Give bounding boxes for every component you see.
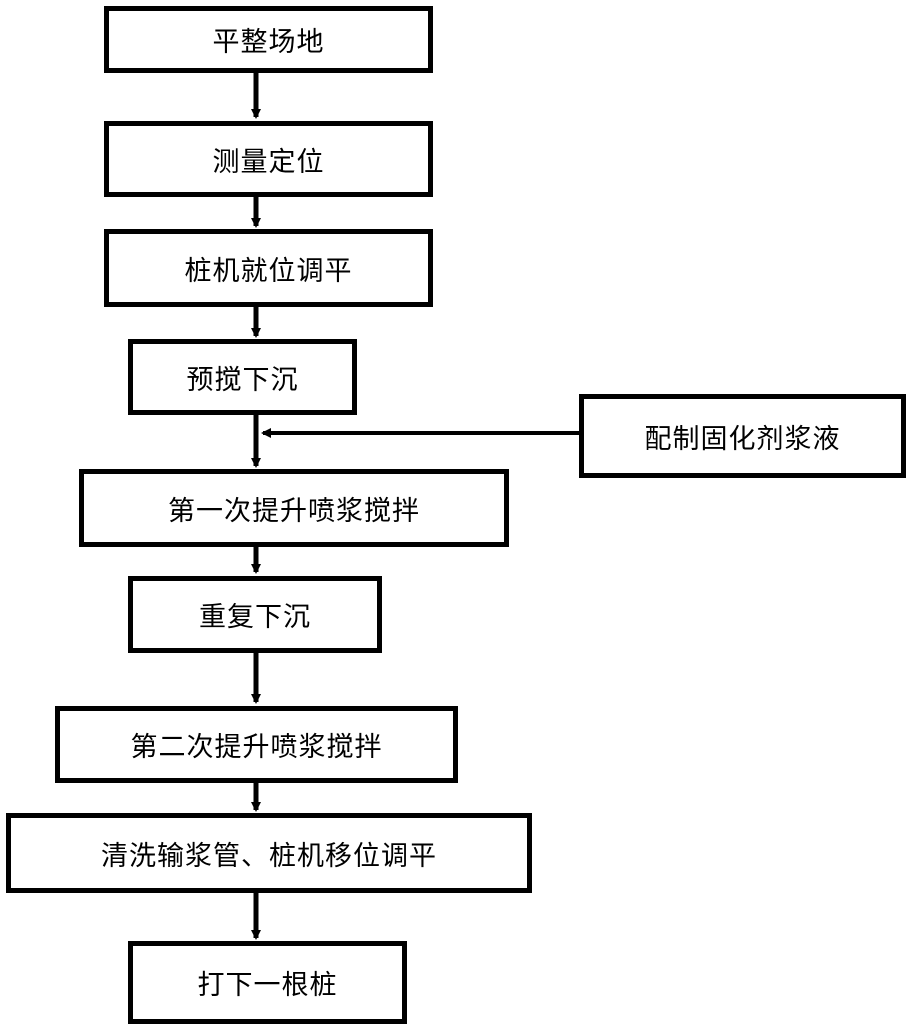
step-rig-positioning-leveling: 桩机就位调平 (104, 229, 433, 307)
step-label: 打下一根桩 (197, 970, 338, 1001)
step-label: 测量定位 (212, 146, 325, 178)
step-label: 清洗输浆管、桩机移位调平 (101, 840, 437, 872)
step-label: 平整场地 (212, 27, 325, 58)
side-input-label: 配制固化剂浆液 (644, 423, 841, 455)
step-label: 桩机就位调平 (184, 255, 353, 287)
step-label: 第二次提升喷浆搅拌 (130, 732, 383, 763)
step-clean-pipe-move-rig: 清洗输浆管、桩机移位调平 (6, 813, 532, 893)
step-label: 第一次提升喷浆搅拌 (168, 495, 420, 527)
step-second-lift-grouting-mixing: 第二次提升喷浆搅拌 (55, 706, 458, 783)
step-pre-mix-sinking: 预搅下沉 (128, 339, 357, 415)
step-survey-positioning: 测量定位 (104, 121, 433, 197)
step-label: 重复下沉 (199, 602, 311, 633)
step-label: 预搅下沉 (186, 364, 299, 396)
step-level-site: 平整场地 (104, 6, 433, 73)
step-first-lift-grouting-mixing: 第一次提升喷浆搅拌 (79, 469, 509, 547)
step-drive-next-pile: 打下一根桩 (128, 941, 407, 1024)
step-repeat-sinking: 重复下沉 (128, 576, 382, 653)
side-input-prepare-grout: 配制固化剂浆液 (579, 394, 906, 478)
